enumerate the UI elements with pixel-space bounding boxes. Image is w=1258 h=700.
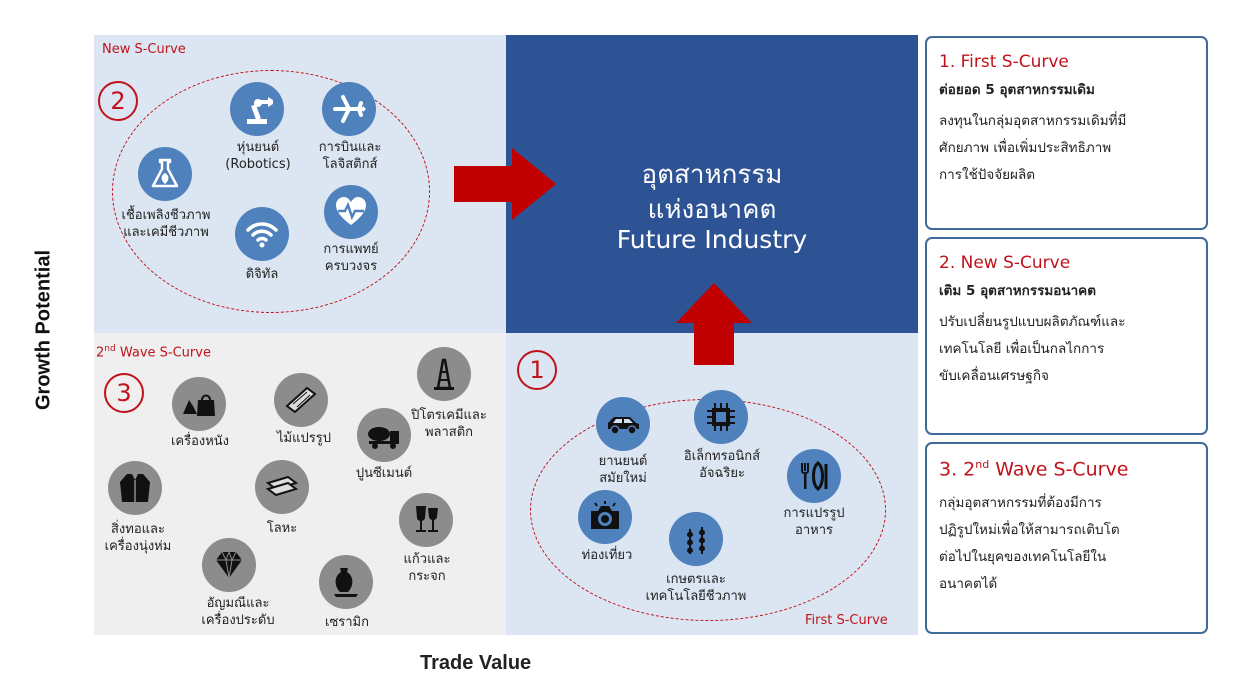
label-wood: ไม้แปรรูป bbox=[277, 431, 331, 446]
chip-icon bbox=[694, 390, 748, 444]
number-badge-2: 2 bbox=[98, 81, 138, 121]
label-medical: การแพทย์ครบวงจร bbox=[323, 242, 379, 274]
label-aviation: การบินและโลจิสติกส์ bbox=[318, 140, 382, 172]
heart-pulse-icon bbox=[324, 185, 378, 239]
wood-plank-icon bbox=[274, 373, 328, 427]
fork-plate-icon bbox=[787, 449, 841, 503]
info-box-title: 3. 2nd Wave S-Curve bbox=[939, 458, 1129, 481]
quadrant-label-first: First S-Curve bbox=[805, 613, 888, 628]
quadrant-label-wave: 2nd Wave S-Curve bbox=[96, 344, 211, 361]
oil-rig-icon bbox=[417, 347, 471, 401]
info-box-title: 2. New S-Curve bbox=[939, 253, 1071, 273]
airplane-icon bbox=[322, 82, 376, 136]
arrow-right bbox=[454, 148, 556, 220]
car-icon bbox=[596, 397, 650, 451]
cement-truck-icon bbox=[357, 408, 411, 462]
label-leather: เครื่องหนัง bbox=[170, 434, 230, 449]
arrow-up bbox=[676, 283, 752, 365]
wheat-icon bbox=[669, 512, 723, 566]
info-box-body: ปรับเปลี่ยนรูปแบบผลิตภัณฑ์และ เทคโนโลยี … bbox=[939, 314, 1126, 384]
future-title-line2: แห่งอนาคต bbox=[647, 195, 777, 225]
label-ceramic: เซรามิก bbox=[325, 615, 369, 630]
info-box-body: ลงทุนในกลุ่มอุตสาหกรรมเดิมที่มี ศักยภาพ … bbox=[939, 113, 1127, 183]
number-badge-1: 1 bbox=[517, 350, 557, 390]
info-box-body: กลุ่มอุตสาหกรรมที่ต้องมีการ ปฏิรูปใหม่เพ… bbox=[939, 495, 1120, 593]
robot-arm-icon bbox=[230, 82, 284, 136]
label-electronics: อิเล็กทรอนิกส์อัจฉริยะ bbox=[683, 449, 761, 481]
label-jewelry: อัญมณีและเครื่องประดับ bbox=[201, 596, 275, 628]
info-box-new-s-curve: 2. New S-Curve เติม 5 อุตสาหกรรมอนาคต ปร… bbox=[925, 237, 1208, 435]
quadrant-second-wave: 2nd Wave S-Curve 3 เครื่องหนัง ไม้แปรรูป… bbox=[94, 333, 506, 635]
high-heel-bag-icon bbox=[172, 377, 226, 431]
label-biofuel: เชื้อเพลิงชีวภาพและเคมีชีวภาพ bbox=[121, 208, 211, 240]
label-tourism: ท่องเที่ยว bbox=[581, 548, 633, 563]
label-digital: ดิจิทัล bbox=[245, 267, 279, 282]
future-title-line3: Future Industry bbox=[616, 225, 808, 254]
info-box-title: 1. First S-Curve bbox=[939, 52, 1069, 72]
future-title-line1: อุตสาหกรรม bbox=[641, 160, 783, 190]
quadrant-future-industry: อุตสาหกรรม แห่งอนาคต Future Industry bbox=[506, 35, 918, 333]
camera-icon bbox=[578, 490, 632, 544]
info-box-first-s-curve: 1. First S-Curve ต่อยอด 5 อุตสาหกรรมเดิม… bbox=[925, 36, 1208, 230]
info-box-subtitle: เติม 5 อุตสาหกรรมอนาคต bbox=[939, 283, 1096, 299]
jacket-icon bbox=[108, 461, 162, 515]
diamond-icon bbox=[202, 538, 256, 592]
y-axis-label: Growth Potential bbox=[32, 250, 54, 410]
wifi-icon bbox=[235, 207, 289, 261]
info-box-subtitle: ต่อยอด 5 อุตสาหกรรมเดิม bbox=[939, 82, 1095, 98]
x-axis-label: Trade Value bbox=[420, 652, 532, 674]
quadrant-first-s-curve: 1 First S-Curve ยานยนต์สมัยใหม่ อิเล็กทร… bbox=[506, 333, 918, 635]
label-glass: แก้วและกระจก bbox=[403, 552, 451, 584]
label-textile: สิ่งทอและเครื่องนุ่งห่ม bbox=[104, 522, 172, 554]
label-petrochem: ปิโตรเคมีและพลาสติก bbox=[411, 408, 487, 440]
label-robotics: หุ่นยนต์(Robotics) bbox=[225, 140, 291, 172]
label-metal: โลหะ bbox=[266, 521, 298, 536]
label-cement: ปูนซีเมนต์ bbox=[355, 466, 413, 481]
info-box-second-wave: 3. 2nd Wave S-Curve กลุ่มอุตสาหกรรมที่ต้… bbox=[925, 442, 1208, 634]
label-agriculture: เกษตรและเทคโนโลยีชีวภาพ bbox=[645, 572, 747, 604]
steel-sheet-icon bbox=[255, 460, 309, 514]
group-ellipse-new bbox=[112, 70, 430, 313]
vase-icon bbox=[319, 555, 373, 609]
label-food: การแปรรูปอาหาร bbox=[783, 506, 845, 538]
wine-glass-icon bbox=[399, 493, 453, 547]
label-automotive: ยานยนต์สมัยใหม่ bbox=[598, 454, 648, 486]
quadrant-label-new: New S-Curve bbox=[102, 42, 186, 57]
y-axis-text: Growth Potential bbox=[32, 250, 54, 410]
flask-leaf-icon bbox=[138, 147, 192, 201]
number-badge-3: 3 bbox=[104, 373, 144, 413]
quadrant-new-s-curve: New S-Curve 2 หุ่นยนต์(Robotics) การบินแ… bbox=[94, 35, 506, 333]
